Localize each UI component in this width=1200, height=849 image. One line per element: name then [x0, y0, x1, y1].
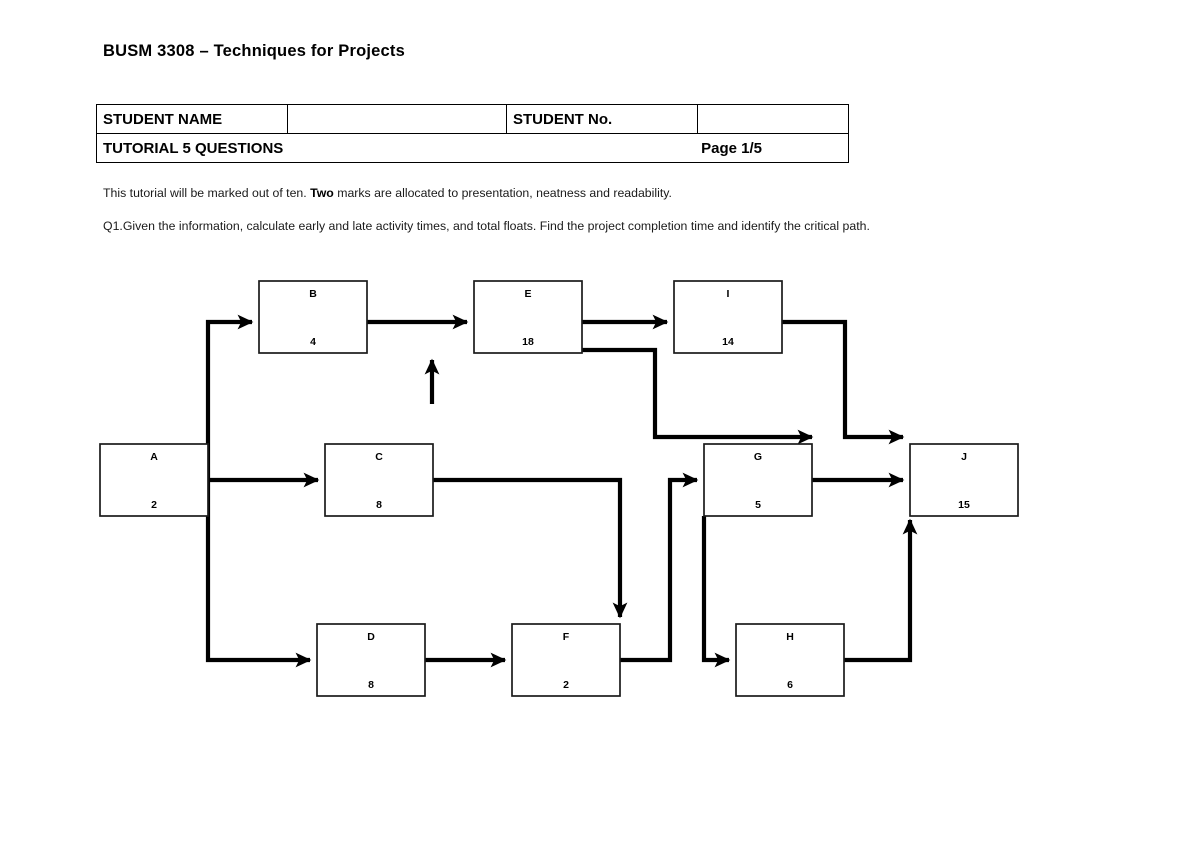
node-activity-label: D	[367, 631, 375, 643]
edge-e-to-g	[582, 347, 814, 445]
activity-node-a[interactable]: A2	[99, 443, 209, 517]
activity-node-h[interactable]: H6	[735, 623, 845, 697]
node-activity-label: C	[375, 451, 383, 463]
activity-node-i[interactable]: I 14	[673, 280, 783, 354]
question-1-text: Q1.Given the information, calculate earl…	[103, 219, 870, 233]
node-border	[473, 280, 583, 354]
page-number-label: Page 1/5	[701, 139, 762, 157]
node-border	[703, 443, 813, 517]
edge-a-to-b	[205, 314, 254, 480]
node-duration-value: 15	[958, 499, 970, 511]
student-no-value[interactable]	[697, 104, 849, 134]
activity-node-b[interactable]: B4	[258, 280, 368, 354]
node-duration-value: 6	[787, 679, 793, 691]
tutorial-label: TUTORIAL 5 QUESTIONS	[103, 139, 284, 157]
marking-note-bold: Two	[310, 186, 334, 200]
edge-f-to-g	[620, 472, 699, 663]
node-activity-label: B	[309, 288, 317, 300]
node-border	[511, 623, 621, 697]
student-header-table: STUDENT NAME STUDENT No. TUTORIAL 5 QUES…	[96, 104, 849, 163]
node-activity-label: F	[563, 631, 570, 643]
activity-node-j[interactable]: J 15	[909, 443, 1019, 517]
table-row: STUDENT NAME STUDENT No.	[96, 104, 849, 134]
node-duration-value: 2	[151, 499, 157, 511]
node-activity-label: A	[150, 451, 158, 463]
activity-node-e[interactable]: E 18	[473, 280, 583, 354]
edge-h-to-j	[844, 518, 918, 663]
node-activity-label: G	[754, 451, 762, 463]
node-border	[99, 443, 209, 517]
node-activity-label: H	[786, 631, 794, 643]
node-duration-value: 8	[368, 679, 374, 691]
node-border	[735, 623, 845, 697]
edge-c-to-e	[433, 477, 628, 619]
node-duration-value: 8	[376, 499, 382, 511]
page-title: BUSM 3308 – Techniques for Projects	[103, 42, 405, 60]
marking-note: This tutorial will be marked out of ten.…	[103, 186, 672, 200]
diagram-edges	[205, 314, 918, 668]
activity-node-c[interactable]: C8	[324, 443, 434, 517]
edge-i-to-j	[782, 319, 905, 445]
node-activity-label: E	[524, 288, 531, 300]
node-border	[258, 280, 368, 354]
node-border	[324, 443, 434, 517]
student-name-label: STUDENT NAME	[96, 104, 288, 134]
activity-node-f[interactable]: F2	[511, 623, 621, 697]
node-duration-value: 18	[522, 336, 534, 348]
tutorial-row: TUTORIAL 5 QUESTIONS Page 1/5	[96, 133, 849, 163]
node-duration-value: 14	[722, 336, 734, 348]
edge-a-to-d	[205, 480, 312, 668]
node-border	[316, 623, 426, 697]
activity-node-d[interactable]: D8	[316, 623, 426, 697]
marking-note-text-2: marks are allocated to presentation, nea…	[333, 186, 672, 200]
node-duration-value: 2	[563, 679, 569, 691]
node-activity-label: J	[961, 451, 967, 463]
node-duration-value: 4	[310, 336, 316, 348]
node-activity-label: I	[727, 288, 730, 300]
activity-node-g[interactable]: G5	[703, 443, 813, 517]
node-border	[909, 443, 1019, 517]
node-duration-value: 5	[755, 499, 761, 511]
marking-note-text-1: This tutorial will be marked out of ten.	[103, 186, 311, 200]
table-row: TUTORIAL 5 QUESTIONS Page 1/5	[96, 133, 849, 163]
node-border	[673, 280, 783, 354]
edge-g-to-h	[701, 516, 731, 668]
